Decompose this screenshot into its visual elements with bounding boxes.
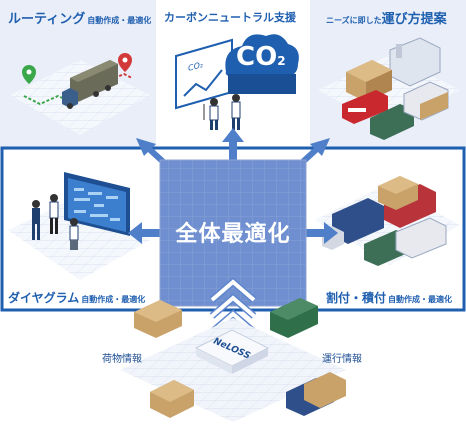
co2-subscript: 2 <box>277 54 286 68</box>
truck-icon <box>62 60 118 109</box>
person-icon <box>32 200 40 240</box>
needs-illustration <box>342 37 449 140</box>
co2-label: CO2 <box>236 44 286 70</box>
operation-trucks <box>270 298 346 416</box>
routing-title-main: ルーティング <box>8 12 86 27</box>
center-label: 全体最適化 <box>175 222 291 247</box>
cardboard-box-stack <box>378 176 418 210</box>
cardboard-box-stack <box>346 60 392 102</box>
platform-block <box>194 329 270 374</box>
schedule-board-icon <box>64 172 130 236</box>
truck-icon <box>364 217 447 266</box>
needs-title: ニーズに即した運び方提案 <box>326 8 447 27</box>
cargo-boxes <box>134 300 194 418</box>
cargo-info-label: 荷物情報 <box>102 354 142 365</box>
person-icon <box>49 194 59 234</box>
needs-title-main: 運び方提案 <box>381 12 447 27</box>
carbon-title-main: カーボンニュートラル支援 <box>164 11 296 24</box>
operation-info-label: 運行情報 <box>322 354 362 365</box>
diagram-title-sub: 自動作成・最適化 <box>81 295 146 304</box>
presentation-board <box>175 38 233 120</box>
train-icon <box>342 90 388 124</box>
loading-title-main: 割付・積付 <box>326 291 387 305</box>
routing-illustration <box>22 53 133 109</box>
arrow-left <box>128 222 164 244</box>
truck-icon <box>370 81 449 140</box>
person-icon <box>209 98 219 130</box>
routing-title: ルーティング自動作成・最適化 <box>8 8 151 27</box>
arrow-right <box>302 222 338 244</box>
loading-title-sub: 自動作成・最適化 <box>388 295 453 304</box>
diagram-title: ダイヤグラム自動作成・最適化 <box>8 289 145 306</box>
carbon-illustration <box>175 34 299 130</box>
diagram-floor <box>8 200 150 280</box>
map-pin-icon <box>118 53 132 72</box>
co2-text: CO <box>236 42 278 72</box>
arrow-up <box>222 128 244 160</box>
routing-title-sub: 自動作成・最適化 <box>87 16 152 25</box>
person-icon <box>69 218 79 250</box>
diagram-title-main: ダイヤグラム <box>8 291 80 305</box>
map-pin-icon <box>22 65 36 84</box>
loading-illustration <box>322 176 447 266</box>
diagram-illustration <box>32 172 130 250</box>
person-icon <box>231 94 241 130</box>
needs-title-prefix: ニーズに即した <box>326 16 382 25</box>
co2-cloud-icon <box>225 34 299 94</box>
loading-title: 割付・積付自動作成・最適化 <box>326 289 452 306</box>
carbon-title: カーボンニュートラル支援 <box>164 9 296 25</box>
